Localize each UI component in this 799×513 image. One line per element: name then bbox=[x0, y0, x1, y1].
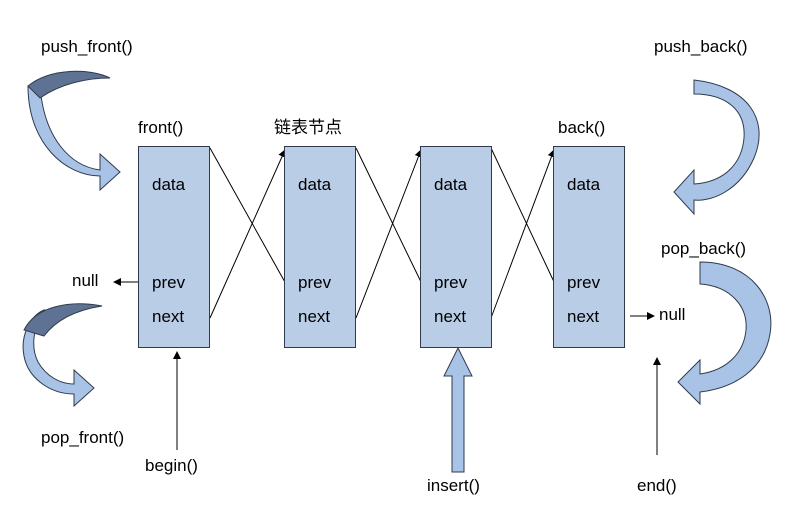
list-node-3: data prev next bbox=[420, 146, 492, 348]
node-links bbox=[209, 147, 556, 319]
link-next-2-to-3 bbox=[355, 149, 423, 319]
list-node-2: data prev next bbox=[284, 146, 356, 348]
node-next-field: next bbox=[567, 307, 600, 326]
pop-back-curved-arrow-icon bbox=[677, 261, 772, 406]
push-front-curved-arrow-icon bbox=[27, 70, 121, 192]
node-next-field: next bbox=[152, 307, 185, 326]
end-label: end() bbox=[637, 476, 677, 495]
list-node-4: data prev next bbox=[553, 146, 625, 348]
node-data-field: data bbox=[567, 175, 601, 194]
link-prev-3-to-2 bbox=[355, 147, 423, 285]
node-prev-field: prev bbox=[298, 273, 332, 292]
null-right-label: null bbox=[659, 305, 686, 324]
node-caption-label: 链表节点 bbox=[274, 118, 342, 137]
begin-label: begin() bbox=[145, 456, 198, 475]
push-back-curved-arrow-icon bbox=[673, 79, 760, 216]
insert-label: insert() bbox=[427, 476, 480, 495]
node-prev-field: prev bbox=[567, 273, 601, 292]
node-data-field: data bbox=[298, 175, 332, 194]
push-back-label: push_back() bbox=[654, 37, 748, 56]
push-front-label: push_front() bbox=[41, 37, 133, 56]
link-next-1-to-2 bbox=[209, 149, 286, 319]
null-left-label: null bbox=[72, 271, 99, 290]
pop-front-label: pop_front() bbox=[41, 428, 125, 447]
insert-arrow-icon bbox=[443, 346, 473, 473]
node-data-field: data bbox=[152, 175, 186, 194]
back-label: back() bbox=[558, 118, 606, 137]
node-next-field: next bbox=[434, 307, 467, 326]
node-prev-field: prev bbox=[434, 273, 468, 292]
list-node-1: data prev next bbox=[138, 146, 210, 348]
link-prev-2-to-1 bbox=[209, 147, 287, 285]
node-prev-field: prev bbox=[152, 273, 186, 292]
link-next-3-to-4 bbox=[490, 149, 556, 319]
pop-front-curved-arrow-icon bbox=[22, 303, 103, 408]
node-next-field: next bbox=[298, 307, 331, 326]
pop-back-label: pop_back() bbox=[661, 239, 747, 258]
front-label: front() bbox=[138, 118, 184, 137]
node-data-field: data bbox=[434, 175, 468, 194]
link-prev-4-to-3 bbox=[490, 147, 556, 285]
